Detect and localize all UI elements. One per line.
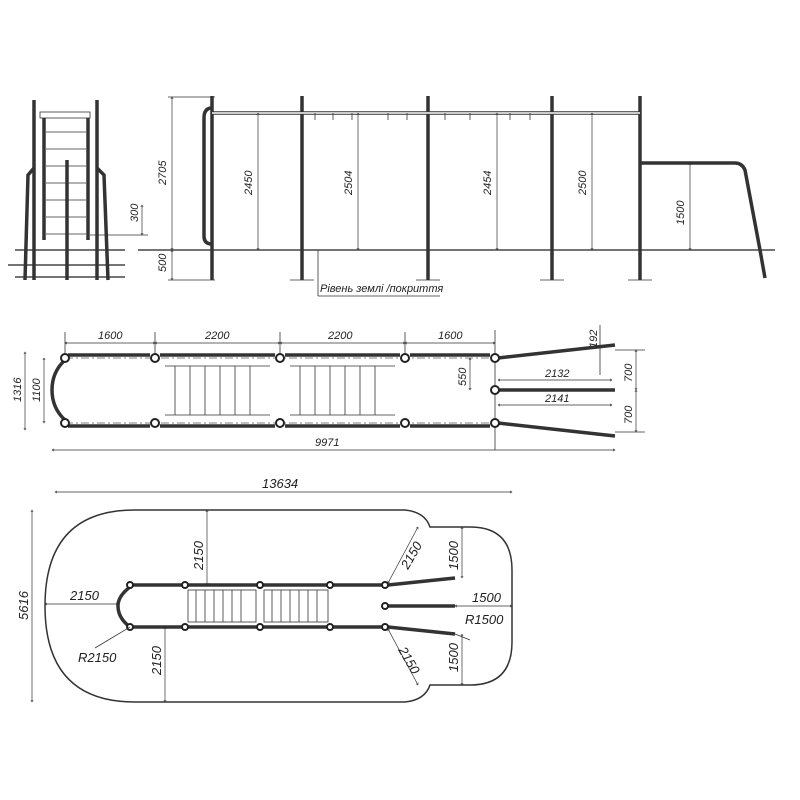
dim-bar4: 2500 xyxy=(577,170,589,196)
dim-total-length: 9971 xyxy=(315,437,339,449)
dim-lobe-right: 1500 xyxy=(472,590,502,605)
dim-arm-upper: 2132 xyxy=(544,368,569,380)
dim-offset: 550 xyxy=(457,367,469,386)
dim-spread-lower: 700 xyxy=(623,405,635,424)
dim-width-outer: 1316 xyxy=(12,377,24,402)
front-view: 2705 500 2450 2504 2454 2500 xyxy=(138,96,775,297)
dim-width-inner: 1100 xyxy=(31,377,43,402)
dim-seg2: 2200 xyxy=(204,330,230,342)
dim-bar2: 2504 xyxy=(343,171,355,196)
dim-bar3: 2454 xyxy=(482,171,494,196)
dim-bottom-margin: 2150 xyxy=(149,645,164,676)
dim-diag-upper: 2150 xyxy=(397,538,425,572)
dim-bar1: 2450 xyxy=(243,170,255,196)
dim-seg3: 2200 xyxy=(327,330,353,342)
ground-level-label: Рівень землі /покриття xyxy=(320,283,443,295)
radius-main: R2150 xyxy=(78,650,117,665)
dim-seg1: 1600 xyxy=(98,330,123,342)
side-view: 300 xyxy=(8,100,148,281)
dim-parallel: 1500 xyxy=(675,200,687,225)
safety-zone-outline xyxy=(44,509,513,703)
dim-total-height: 2705 xyxy=(157,160,169,186)
safety-zone-view: 13634 5616 2150 2150 2150 R2150 2150 21 xyxy=(16,476,513,703)
dim-zone-width: 5616 xyxy=(16,590,31,620)
dim-depth: 500 xyxy=(157,253,169,272)
dim-top-margin: 2150 xyxy=(191,540,206,571)
dim-ladder-offset: 300 xyxy=(129,203,141,222)
dim-seg4: 1600 xyxy=(438,330,463,342)
dim-diag-lower: 2150 xyxy=(395,643,423,677)
dim-rise: 192 xyxy=(588,330,600,348)
dim-zone-length: 13634 xyxy=(262,476,298,491)
dim-arm-middle: 2141 xyxy=(544,393,569,405)
dim-lobe-lower: 1500 xyxy=(446,642,461,672)
dim-spread-upper: 700 xyxy=(623,363,635,382)
dim-left-margin: 2150 xyxy=(69,588,100,603)
dim-lobe-upper: 1500 xyxy=(446,540,461,570)
plan-view: 1600 2200 2200 1600 1316 xyxy=(12,325,645,450)
radius-lobe: R1500 xyxy=(465,612,504,627)
